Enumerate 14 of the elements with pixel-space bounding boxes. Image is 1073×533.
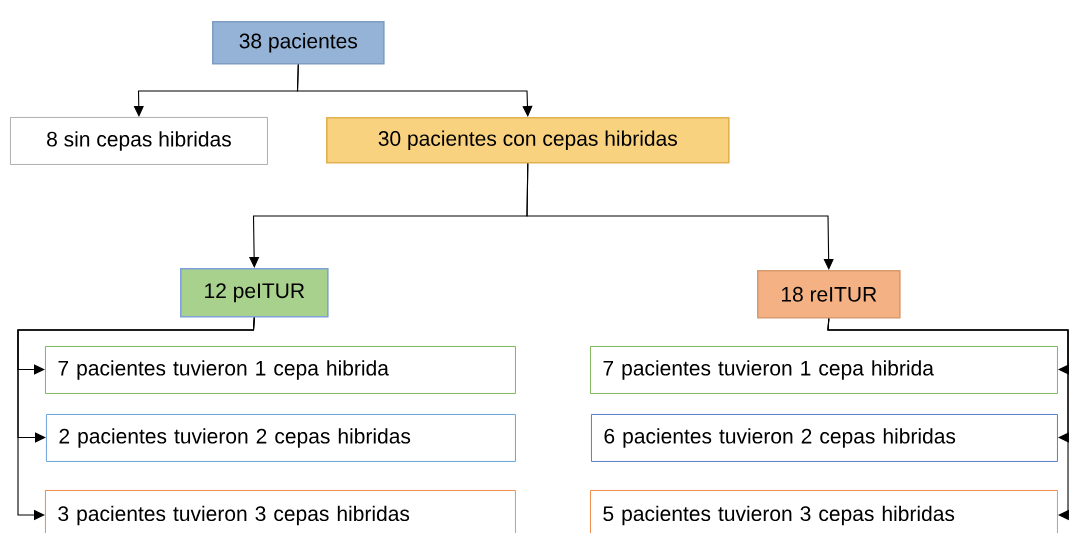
- result-box: 3 pacientes tuvieron 3 cepas hibridas: [45, 490, 516, 533]
- result-box: 5 pacientes tuvieron 3 cepas hibridas: [590, 490, 1058, 533]
- group-box: 12 peITUR: [180, 268, 329, 318]
- result-box: 7 pacientes tuvieron 1 cepa hibrida: [590, 346, 1058, 394]
- group-box: 30 pacientes con cepas hibridas: [326, 117, 730, 164]
- result-box: 6 pacientes tuvieron 2 cepas hibridas: [591, 414, 1058, 462]
- arrow: [827, 318, 1070, 521]
- arrow: [526, 163, 834, 270]
- result-box: 7 pacientes tuvieron 1 cepa hibrida: [45, 346, 516, 394]
- arrow: [296, 64, 533, 117]
- group-box: 18 reITUR: [757, 270, 901, 319]
- result-box: 2 pacientes tuvieron 2 cepas hibridas: [46, 414, 516, 462]
- root-box: 38 pacientes: [212, 21, 385, 65]
- outcome-box: 8 sin cepas hibridas: [10, 117, 268, 165]
